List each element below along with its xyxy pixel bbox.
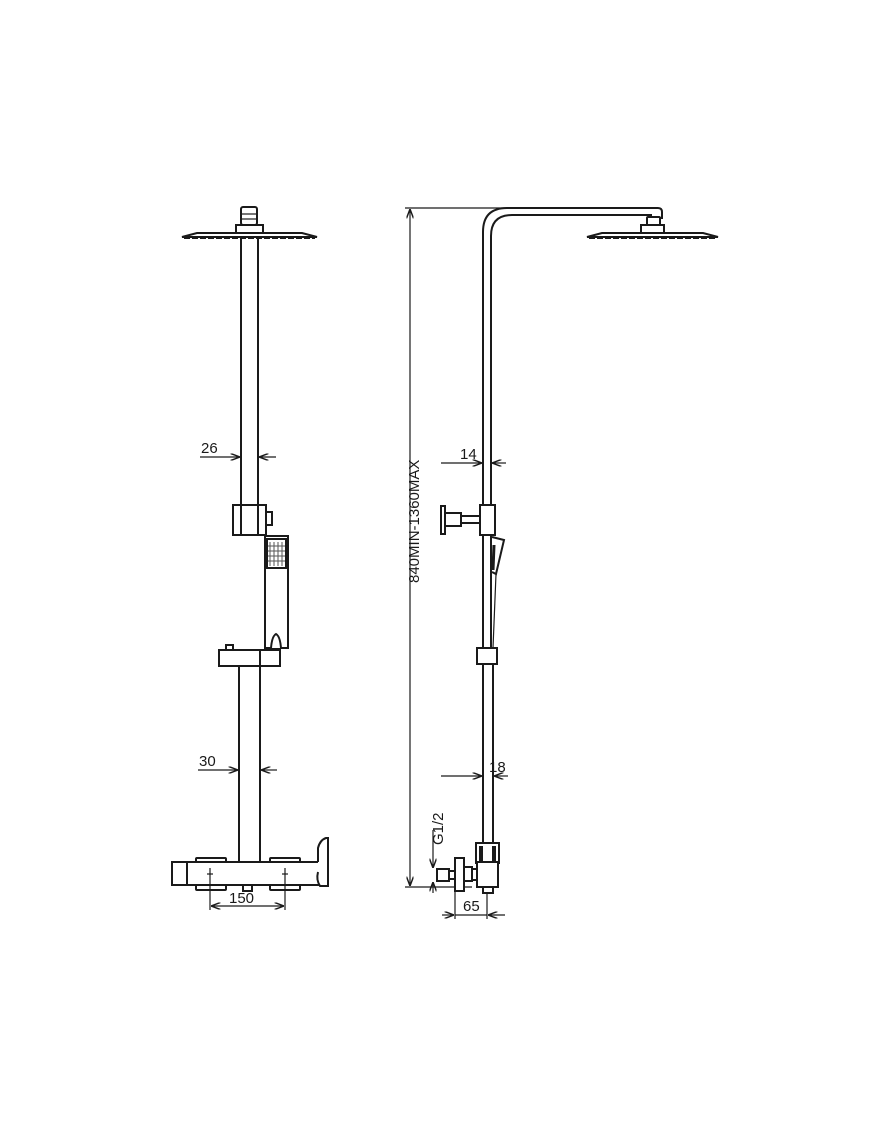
dim-label-30: 30: [199, 753, 216, 770]
hand-shower: [264, 535, 289, 649]
dim-label-18: 18: [489, 759, 506, 776]
side-hand-shower: [482, 535, 506, 649]
dimension-14: 14: [441, 446, 506, 463]
side-holder: [476, 647, 498, 665]
slider-clamp: [232, 504, 273, 536]
lower-pipe: [238, 666, 261, 862]
dimension-65: 65: [442, 891, 505, 919]
dim-label-height: 840MIN-1360MAX: [406, 460, 423, 583]
front-view: 26: [171, 206, 329, 910]
dim-label-14: 14: [460, 446, 477, 463]
side-lower-pipe: [482, 664, 494, 843]
dimension-26: 26: [200, 440, 276, 457]
side-view: 840MIN-1360MAX 14: [405, 207, 719, 919]
dim-label-g12: G1/2: [430, 812, 447, 845]
shower-arm: [482, 207, 719, 505]
dimension-18: 18: [441, 759, 508, 776]
dimension-150: 150: [207, 868, 288, 910]
side-slider-clamp: [440, 504, 496, 536]
upper-pipe: [240, 239, 259, 505]
dim-label-26: 26: [201, 440, 218, 457]
dimension-30: 30: [198, 753, 277, 770]
dim-label-65: 65: [463, 898, 480, 915]
dim-label-150: 150: [229, 890, 254, 907]
thermostatic-mixer: [171, 837, 329, 892]
hand-shower-holder: [218, 644, 281, 667]
wall-connector: [436, 842, 500, 894]
dimension-height: 840MIN-1360MAX: [405, 207, 510, 888]
rain-shower-head: [181, 206, 318, 239]
dimension-g12: G1/2: [430, 812, 447, 893]
